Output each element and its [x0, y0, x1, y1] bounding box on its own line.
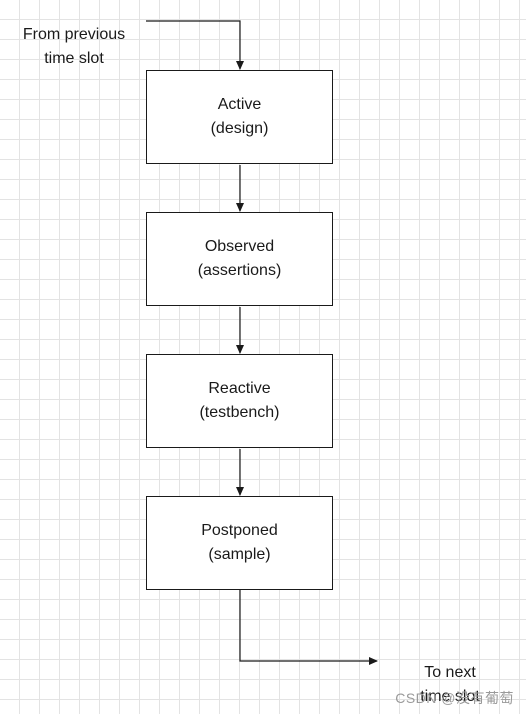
stage-active-name: Active	[217, 96, 262, 113]
exit-label-line-1: To next	[424, 664, 476, 681]
stage-active-detail: (design)	[210, 120, 269, 137]
stage-postponed-name: Postponed	[201, 522, 278, 539]
stage-postponed-box: Postponed (sample)	[146, 496, 333, 590]
stage-reactive-name: Reactive	[208, 380, 271, 397]
stage-active-box: Active (design)	[146, 70, 333, 164]
stage-observed-name: Observed	[204, 238, 275, 255]
entry-label: From previous time slot	[14, 23, 134, 71]
exit-label-line-2: time slot	[420, 688, 480, 705]
stage-postponed-detail: (sample)	[208, 546, 271, 563]
entry-label-line-2: time slot	[44, 50, 104, 67]
watermark: CSDN @没有葡萄	[395, 690, 514, 706]
entry-arrow	[146, 20, 244, 70]
exit-label: To next time slot	[410, 661, 490, 709]
stage-reactive-box: Reactive (testbench)	[146, 354, 333, 448]
stage-reactive-detail: (testbench)	[199, 404, 280, 421]
stage-observed-box: Observed (assertions)	[146, 212, 333, 306]
exit-arrow	[239, 590, 378, 665]
entry-label-line-1: From previous	[22, 26, 126, 43]
stage-observed-detail: (assertions)	[197, 262, 282, 279]
